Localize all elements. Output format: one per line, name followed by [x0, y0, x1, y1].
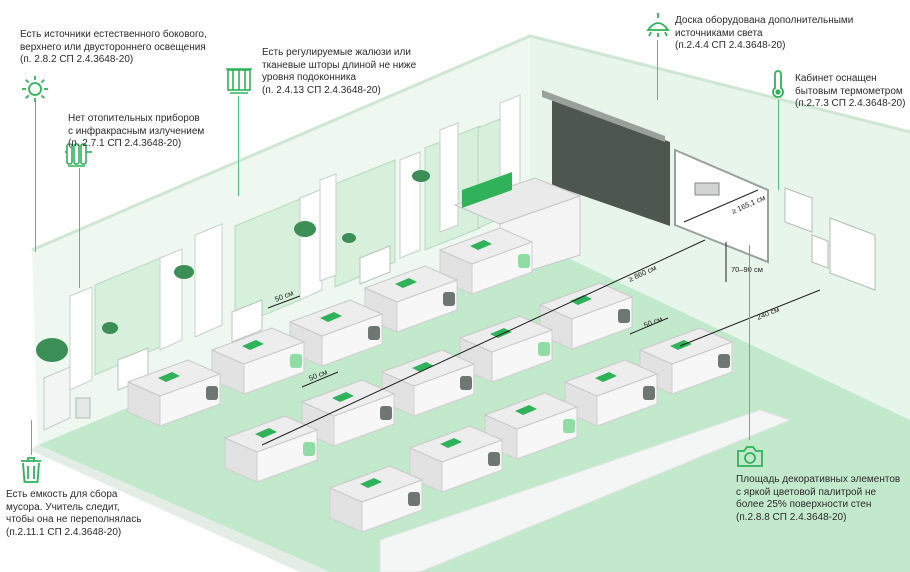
projector [694, 182, 720, 196]
front-wall [30, 445, 330, 572]
trash-leader [31, 420, 32, 455]
blinds-icon [226, 68, 252, 94]
board-height-label: 70–90 см [731, 265, 763, 274]
gap-right-line [629, 317, 669, 335]
lighting-note: Есть источники естественного бокового,ве… [20, 29, 207, 65]
plants [36, 170, 430, 362]
board-lamp [542, 90, 665, 142]
trash-icon [21, 457, 41, 483]
front-partition [379, 409, 792, 572]
board-width-line [683, 189, 759, 223]
student-desk [223, 415, 319, 483]
gap-window-line [267, 295, 301, 309]
floor [38, 240, 910, 572]
heaters-leader [79, 168, 80, 288]
decor-leader [749, 245, 750, 440]
thermometer-leader [778, 100, 779, 190]
lamp-icon [646, 13, 670, 37]
student-desk [210, 327, 306, 395]
student-desk [408, 425, 504, 493]
student-desk [438, 227, 534, 295]
radiators [117, 245, 391, 391]
wall-top-edge [31, 34, 910, 252]
sun-icon [22, 76, 48, 102]
student-desk [328, 465, 424, 533]
student-desks [126, 227, 734, 533]
student-desk [563, 359, 659, 427]
blinds-leader [238, 96, 239, 196]
chalkboard [552, 96, 670, 226]
board-distance-line [679, 289, 821, 347]
dimension-lines [261, 189, 821, 446]
cabinet [43, 366, 71, 431]
board-light-leader [657, 40, 658, 100]
trash-bin [75, 397, 91, 419]
thermometer-icon [772, 70, 784, 98]
student-desk [483, 392, 579, 460]
lighting-leader [35, 102, 36, 252]
gap-mid-line [301, 371, 339, 388]
camera-icon [737, 446, 763, 467]
wall-posters [784, 187, 876, 291]
radiator-icon [65, 143, 92, 167]
diagonal-line [261, 239, 706, 446]
student-desk [538, 282, 634, 350]
student-desk [126, 359, 222, 427]
